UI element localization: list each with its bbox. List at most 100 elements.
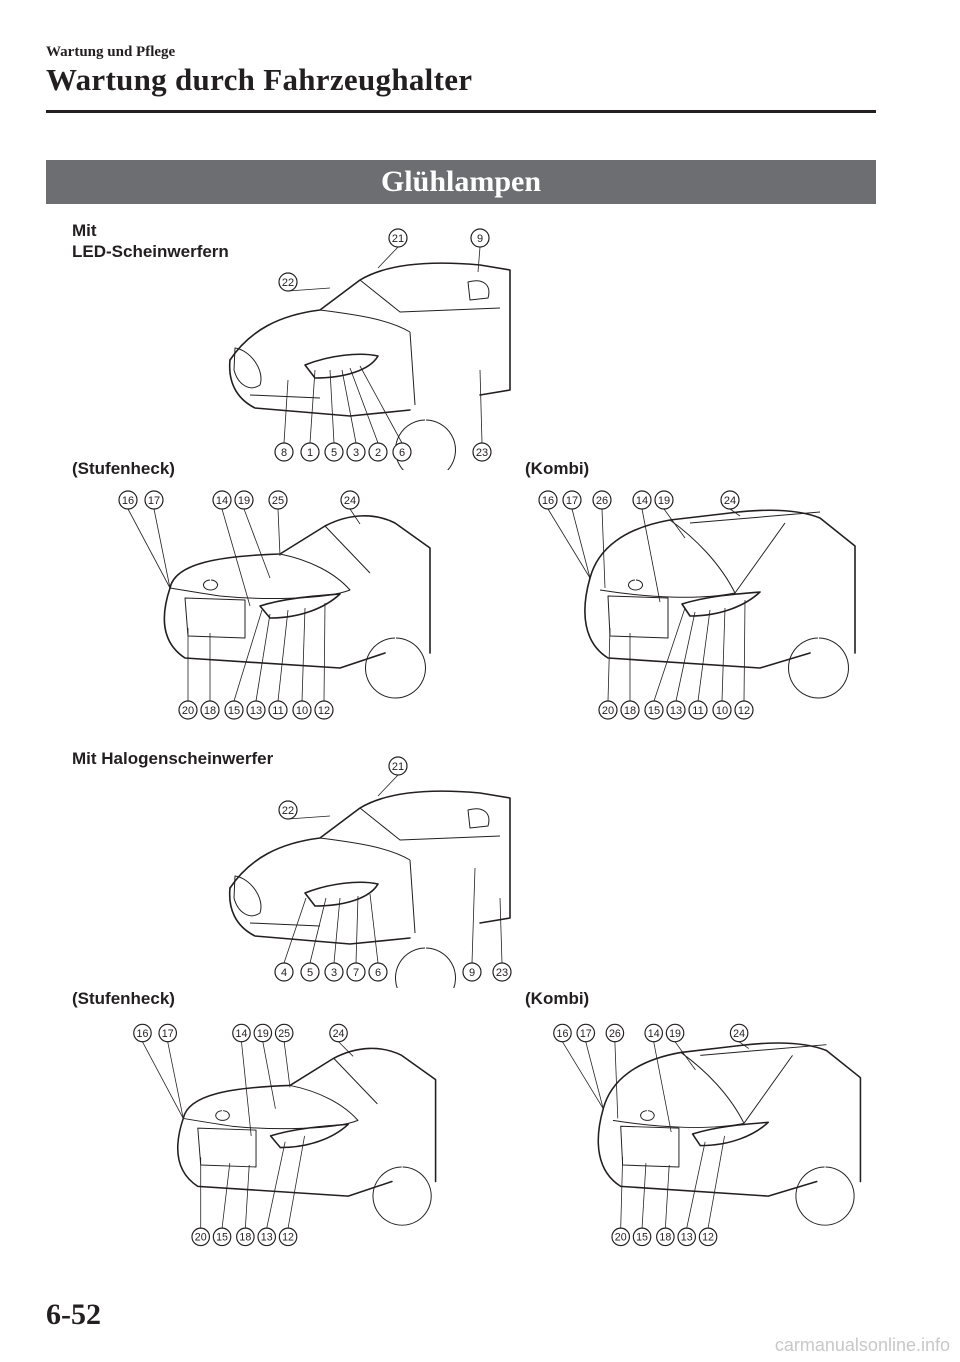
callout-badge bbox=[620, 700, 640, 720]
callout-leader bbox=[674, 1041, 696, 1071]
figure-label-halogen: Mit Halogenscheinwerfer bbox=[72, 749, 274, 768]
callout-number: 12 bbox=[738, 705, 750, 717]
callout-badge bbox=[656, 1227, 675, 1247]
callout-number: 13 bbox=[681, 1232, 693, 1244]
callout-leader bbox=[355, 895, 359, 964]
car-outline-line bbox=[681, 591, 761, 617]
callout-leader bbox=[341, 369, 357, 444]
figure-label-led-sedan: (Stufenheck) bbox=[72, 459, 175, 478]
callout-leader bbox=[244, 1165, 250, 1229]
car-outline-line bbox=[304, 353, 379, 379]
callout-number: 15 bbox=[228, 705, 240, 717]
callout-badge bbox=[492, 962, 512, 982]
callout-number: 17 bbox=[162, 1028, 174, 1040]
callout-badge bbox=[644, 700, 664, 720]
callout-number: 19 bbox=[669, 1028, 681, 1040]
callout-leader bbox=[738, 1041, 750, 1049]
figure-label-line: LED-Scheinwerfern bbox=[72, 242, 229, 261]
callout-leader bbox=[729, 508, 741, 517]
callout-number: 23 bbox=[476, 447, 488, 459]
car-outline-line bbox=[259, 593, 341, 619]
callout-badge bbox=[314, 700, 334, 720]
callout-badge bbox=[677, 1227, 697, 1247]
callout-number: 18 bbox=[624, 705, 636, 717]
callout-number: 18 bbox=[659, 1232, 671, 1244]
callout-badge bbox=[346, 962, 366, 982]
callout-leader bbox=[283, 1041, 291, 1088]
callout-badge bbox=[253, 1023, 273, 1043]
car-outline-line bbox=[183, 1084, 359, 1130]
callout-number: 9 bbox=[477, 233, 483, 245]
callout-number: 21 bbox=[392, 233, 404, 245]
callout-leader bbox=[338, 1041, 354, 1057]
callout-number: 11 bbox=[692, 705, 703, 717]
callout-leader bbox=[675, 611, 696, 702]
car-outline-line bbox=[597, 1107, 818, 1197]
car-outline-line bbox=[409, 331, 416, 406]
callout-badge bbox=[470, 228, 490, 248]
callout-badge bbox=[462, 962, 482, 982]
watermark: carmanualsonline.info bbox=[774, 1335, 950, 1355]
callout-badge bbox=[246, 700, 266, 720]
callout-number: 24 bbox=[333, 1028, 345, 1040]
callout-number: 16 bbox=[557, 1028, 569, 1040]
callout-number: 19 bbox=[238, 495, 250, 507]
callout-badge bbox=[133, 1023, 152, 1043]
car-outline-line bbox=[640, 1110, 655, 1121]
car-outline-line bbox=[395, 419, 456, 470]
callout-number: 3 bbox=[353, 447, 359, 459]
callout-badge bbox=[729, 1023, 749, 1043]
callout-leader bbox=[641, 508, 661, 603]
callout-number: 3 bbox=[331, 967, 337, 979]
car-outline-line bbox=[691, 1121, 770, 1147]
callout-leader bbox=[349, 508, 361, 525]
car-outline-line bbox=[169, 553, 351, 599]
car-outline-line bbox=[249, 394, 321, 399]
callout-number: 24 bbox=[724, 495, 736, 507]
car-outline-line bbox=[197, 1127, 257, 1168]
callout-leader bbox=[142, 1041, 184, 1119]
callout-badge bbox=[632, 1227, 652, 1247]
callout-badge bbox=[274, 1023, 294, 1043]
callout-leader bbox=[266, 1141, 286, 1229]
callout-badge bbox=[268, 490, 288, 510]
callout-number: 11 bbox=[272, 705, 283, 717]
callout-badge bbox=[720, 490, 740, 510]
callout-number: 24 bbox=[733, 1028, 745, 1040]
callout-number: 17 bbox=[148, 495, 160, 507]
car-outline-line bbox=[324, 525, 371, 574]
callout-badge bbox=[234, 490, 254, 510]
callout-number: 20 bbox=[615, 1232, 627, 1244]
callout-leader bbox=[243, 508, 271, 579]
callout-leader bbox=[283, 379, 289, 444]
callout-leader bbox=[697, 609, 711, 702]
callout-leader bbox=[262, 1041, 276, 1109]
callout-number: 14 bbox=[648, 1028, 660, 1040]
callout-number: 14 bbox=[236, 1028, 248, 1040]
callout-leader bbox=[562, 1041, 604, 1109]
callout-leader bbox=[614, 1041, 619, 1119]
callout-leader bbox=[301, 607, 306, 702]
page-title: Wartung durch Fahrzeughalter bbox=[46, 62, 473, 97]
car-outline-line bbox=[169, 515, 431, 654]
callout-leader bbox=[333, 897, 341, 964]
callout-leader bbox=[233, 609, 263, 702]
callout-number: 14 bbox=[216, 495, 228, 507]
callout-leader bbox=[664, 1165, 670, 1229]
callout-number: 21 bbox=[392, 761, 404, 773]
callout-leader bbox=[167, 1041, 184, 1119]
callout-number: 18 bbox=[239, 1232, 251, 1244]
callout-leader bbox=[686, 1141, 706, 1229]
callout-badge bbox=[392, 442, 412, 462]
callout-badge bbox=[224, 700, 244, 720]
car-outline-line bbox=[249, 922, 321, 927]
header-divider bbox=[46, 110, 876, 113]
callout-number: 5 bbox=[331, 447, 337, 459]
callout-leader bbox=[377, 774, 399, 797]
page-number: 6-52 bbox=[46, 1298, 101, 1331]
callout-leader bbox=[479, 369, 483, 444]
